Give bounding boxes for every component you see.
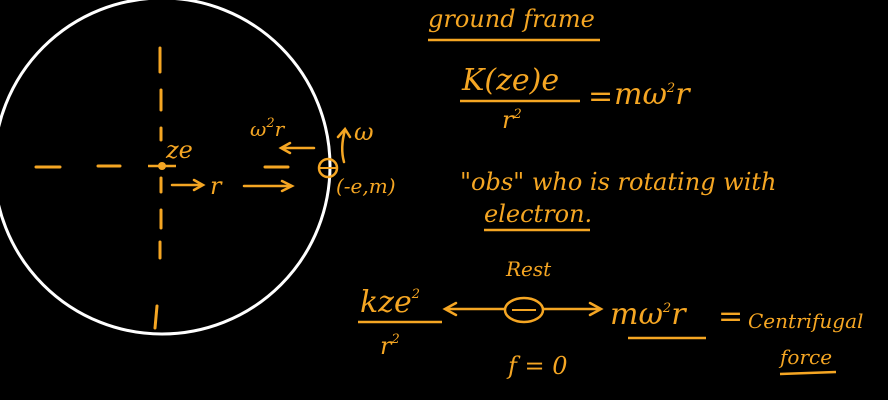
radius-arrow [170, 178, 295, 193]
electron-at-rest [503, 296, 545, 324]
centrifugal-term: mω2r [610, 297, 687, 332]
electron-label: (-e,m) [336, 174, 396, 198]
eq1-denominator: r2 [502, 106, 522, 134]
centrifugal-equals: = [718, 299, 743, 334]
force-word: force [778, 345, 832, 369]
coulomb-denominator: r2 [380, 332, 400, 360]
observer-line-1: "obs" who is rotating with [460, 168, 777, 196]
observer-line-2: electron. [484, 200, 592, 228]
axis-dashes [34, 46, 290, 330]
radius-label: r [210, 172, 223, 200]
coulomb-numerator: kze2 [360, 285, 420, 320]
vertical-dash [153, 304, 159, 330]
eq1-rhs: mω2r [614, 77, 691, 112]
net-force-label: f = 0 [506, 352, 568, 380]
centripetal-arrow [278, 141, 316, 155]
heading-ground-frame: ground frame [428, 5, 595, 33]
centripetal-label: ω2r [250, 116, 286, 141]
electron-circle [317, 157, 339, 179]
eq1-numerator: K(ze)e [461, 63, 559, 98]
omega-arrow [336, 126, 352, 164]
omega-label: ω [354, 118, 374, 146]
force-arrows [442, 301, 604, 317]
rest-label: Rest [505, 257, 552, 281]
eq1-equals: = [588, 79, 613, 114]
centrifugal-word: Centrifugal [748, 309, 863, 333]
force-word-underline [779, 370, 837, 376]
orbit-circle [0, 0, 332, 336]
nucleus-label: ze [165, 136, 193, 164]
